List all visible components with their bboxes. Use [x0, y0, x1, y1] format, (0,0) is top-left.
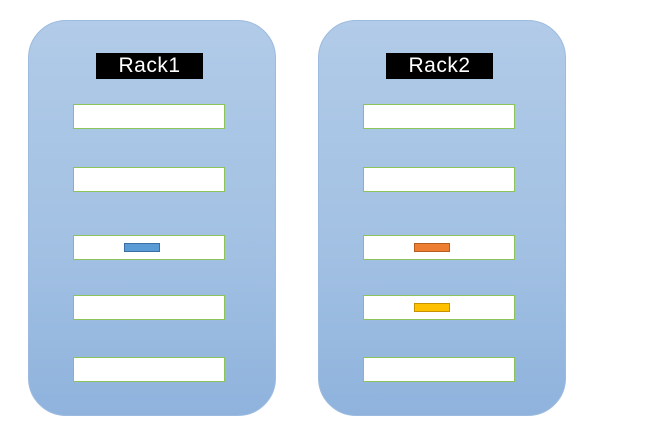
rack-1-slot-3 [73, 235, 225, 260]
rack-2-slot-2 [363, 167, 515, 192]
rack-2-slot-3-block [414, 243, 450, 252]
rack-1-slot-1 [73, 104, 225, 129]
rack-1-slot-2 [73, 167, 225, 192]
rack-2-slot-3 [363, 235, 515, 260]
rack-1-slot-5 [73, 357, 225, 382]
rack-2: Rack2 [318, 20, 566, 416]
rack-1-slot-3-block [124, 243, 160, 252]
rack-2-slot-1 [363, 104, 515, 129]
rack-1: Rack1 [28, 20, 276, 416]
rack-2-slot-5 [363, 357, 515, 382]
rack-2-label: Rack2 [386, 53, 493, 79]
rack-2-slot-4-block [414, 303, 450, 312]
rack-1-label: Rack1 [96, 53, 203, 79]
rack-1-slot-4 [73, 295, 225, 320]
rack-2-slot-4 [363, 295, 515, 320]
